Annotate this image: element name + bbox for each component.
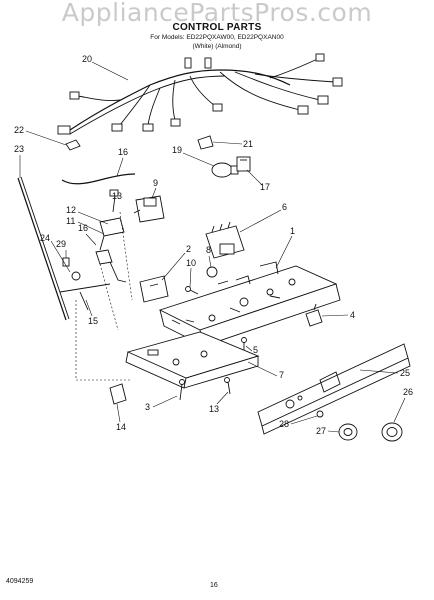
callout-21: 21 [243, 139, 253, 149]
callout-13-upper: 13 [112, 191, 122, 201]
washer-part [316, 410, 324, 418]
capillary-tube-part [61, 173, 136, 185]
assembly-line-mid [99, 263, 119, 331]
light-bulb-part [211, 162, 239, 178]
color-line: (White) (Almond) [192, 43, 242, 50]
control-rod-part [17, 176, 70, 321]
callout-11: 11 [66, 216, 75, 226]
page-number: 16 [210, 582, 218, 589]
control-knob-part-27 [338, 423, 358, 441]
knob-part [206, 266, 218, 278]
screw-part-3 [179, 379, 185, 401]
screw-part-10 [185, 286, 199, 295]
callout-28: 28 [279, 419, 289, 429]
callout-16: 16 [118, 147, 128, 157]
callout-23: 23 [14, 144, 24, 154]
screw-part-upper [109, 189, 119, 213]
callout-16-lower: 16 [78, 223, 88, 233]
control-knob-part-26 [381, 422, 403, 442]
callout-3: 3 [145, 402, 150, 412]
damper-linkage-part [59, 249, 127, 311]
callout-8: 8 [206, 245, 211, 255]
lamp-socket-part [236, 156, 251, 172]
socket-clip-part [197, 135, 214, 150]
assembly-line-upper [119, 211, 133, 301]
model-line: For Models: ED22PQXAW00, ED22PQXAN00 [150, 34, 284, 41]
page-title: CONTROL PARTS [172, 22, 262, 33]
switch-part [133, 195, 165, 223]
clip-part [65, 139, 81, 151]
callout-15: 15 [88, 316, 98, 326]
wiring-harness-part [57, 53, 343, 135]
cam-part [62, 257, 81, 281]
control-housing-part [158, 261, 341, 347]
callout-26: 26 [403, 387, 413, 397]
assembly-line-left [75, 300, 130, 381]
callout-4: 4 [350, 310, 355, 320]
thermostat-bracket-part [99, 217, 125, 251]
control-cover-part [125, 331, 260, 389]
callout-13-lower: 13 [209, 404, 219, 414]
callout-1: 1 [290, 226, 295, 236]
callout-24: 24 [40, 233, 50, 243]
callout-9: 9 [153, 178, 158, 188]
callout-25: 25 [400, 368, 410, 378]
thermostat-mount-part [139, 275, 169, 303]
callout-14: 14 [116, 422, 126, 432]
bracket-part [109, 383, 127, 405]
callout-6: 6 [282, 202, 287, 212]
light-switch-part [305, 303, 323, 327]
callout-20: 20 [82, 54, 92, 64]
callout-19: 19 [172, 145, 182, 155]
callout-17: 17 [260, 182, 270, 192]
callout-27: 27 [316, 426, 326, 436]
watermark: AppliancePartsPros.com [61, 0, 373, 27]
callout-29: 29 [56, 239, 66, 249]
callout-22: 22 [14, 125, 24, 135]
screw-part-13-lower [224, 377, 231, 395]
callout-7: 7 [279, 370, 284, 380]
callout-5: 5 [253, 345, 258, 355]
callout-10: 10 [186, 258, 196, 268]
document-number: 4094259 [6, 578, 34, 585]
control-panel-part [257, 343, 411, 435]
callout-12: 12 [66, 205, 76, 215]
callout-2: 2 [186, 244, 191, 254]
control-switch-part [205, 221, 245, 259]
